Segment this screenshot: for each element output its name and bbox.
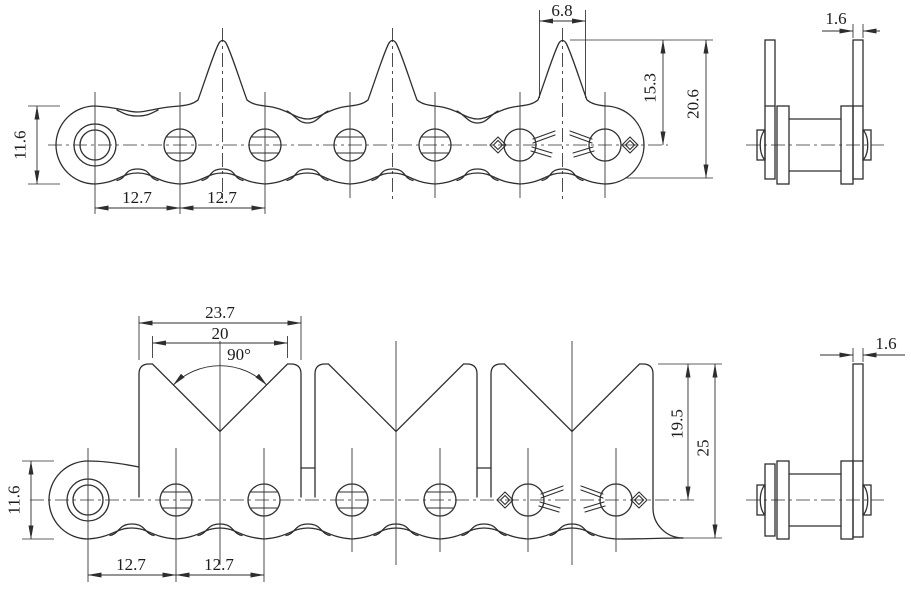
bottom-chain-side-view: 1.6: [746, 334, 905, 540]
side-attachment-plate-right: [852, 39, 864, 180]
v-attachment-1: [138, 363, 302, 498]
dim-label-notch-angle: 90°: [227, 345, 251, 364]
dim-label-top-plate-height: 11.6: [11, 130, 30, 159]
dim-label-bottom-plate-thickness: 1.6: [875, 334, 896, 353]
bottom-pin-circles: [159, 483, 633, 517]
top-chain-side-view: 1.6: [746, 9, 884, 185]
top-chain-bottom-edge: [94, 172, 606, 185]
side-inner-plate-right: [840, 105, 854, 185]
top-cotter-pin-left: [489, 130, 556, 158]
dim-bottom-overall-height: 25: [694, 363, 718, 539]
dim-label-attachment-outer-width: 23.7: [205, 303, 235, 322]
top-chain-front-view: 11.6 12.7 12.7 6.8 15.3 20.6: [11, 1, 713, 214]
side-inner-plate-left: [776, 105, 790, 185]
top-chain-right-cap: [604, 105, 645, 185]
dim-notch-angle: 90°: [172, 345, 268, 386]
side-roller-bottom: [788, 473, 842, 527]
bottom-roller-1-inner: [72, 484, 104, 516]
bottom-cotter-pin-left: [496, 485, 564, 513]
side-v-attachment-plate: [852, 363, 864, 538]
top-cotter-pin-right: [569, 130, 639, 158]
top-pin-circles: [163, 128, 622, 162]
dim-attachment-outer-width: 23.7: [138, 303, 302, 360]
v-attachment-3: [490, 363, 684, 539]
v-attachment-2: [314, 363, 478, 498]
dim-label-top-pitch-a: 12.7: [122, 188, 152, 207]
side-pin-end-left-bottom: [756, 484, 766, 516]
side-pin-end-right: [862, 129, 872, 161]
dim-label-top-pitch-b: 12.7: [207, 188, 237, 207]
dim-label-attachment-height: 19.5: [668, 409, 687, 439]
dim-bottom-pitch-a: 12.7: [87, 555, 177, 578]
top-chain-top-edge: [94, 39, 606, 120]
top-roller-1-inner: [79, 129, 111, 161]
dim-label-notch-opening-width: 20: [212, 324, 229, 343]
dim-top-overall-height: 20.6: [684, 39, 709, 179]
side-pin-end-left: [756, 129, 766, 161]
dim-top-plate-thickness: 1.6: [822, 9, 880, 38]
dim-top-pitch-a: 12.7: [94, 188, 181, 211]
bottom-chain-bottom-edge: [87, 527, 684, 540]
dim-bottom-plate-thickness: 1.6: [820, 334, 905, 362]
dim-bottom-pitch-b: 12.7: [175, 555, 265, 578]
side-roller: [788, 118, 842, 172]
dim-top-pitch-b: 12.7: [179, 188, 266, 211]
side-attachment-plate-left: [764, 39, 776, 180]
side-pin-end-right-bottom: [862, 484, 872, 516]
side-inner-plate-left-bottom: [776, 460, 790, 540]
top-roller-1-outer: [73, 123, 117, 167]
bottom-chain-front-view: 23.7 20 90° 11.6 12.7 12.7 19.5: [5, 303, 722, 582]
dim-label-bottom-pitch-b: 12.7: [204, 555, 234, 574]
dim-top-plate-height: 11.6: [11, 105, 60, 185]
bottom-cotter-pin-right: [580, 485, 648, 513]
dim-label-top-overall-height: 20.6: [684, 89, 703, 119]
dim-notch-opening-width: 20: [152, 324, 288, 358]
dim-label-bottom-pitch-a: 12.7: [116, 555, 146, 574]
dim-label-tooth-height: 15.3: [641, 73, 660, 103]
dim-label-top-plate-thickness: 1.6: [825, 9, 846, 28]
dim-label-bottom-overall-height: 25: [694, 440, 713, 457]
dim-label-bottom-plate-height: 11.6: [5, 485, 24, 514]
dim-tooth-height: 15.3: [570, 39, 713, 179]
top-chain-left-cap: [55, 105, 96, 185]
dim-tooth-tip-width: 6.8: [539, 1, 586, 98]
dim-bottom-plate-height: 11.6: [5, 460, 54, 540]
dim-label-tooth-tip-width: 6.8: [551, 1, 572, 20]
bottom-roller-1-outer: [66, 478, 110, 522]
